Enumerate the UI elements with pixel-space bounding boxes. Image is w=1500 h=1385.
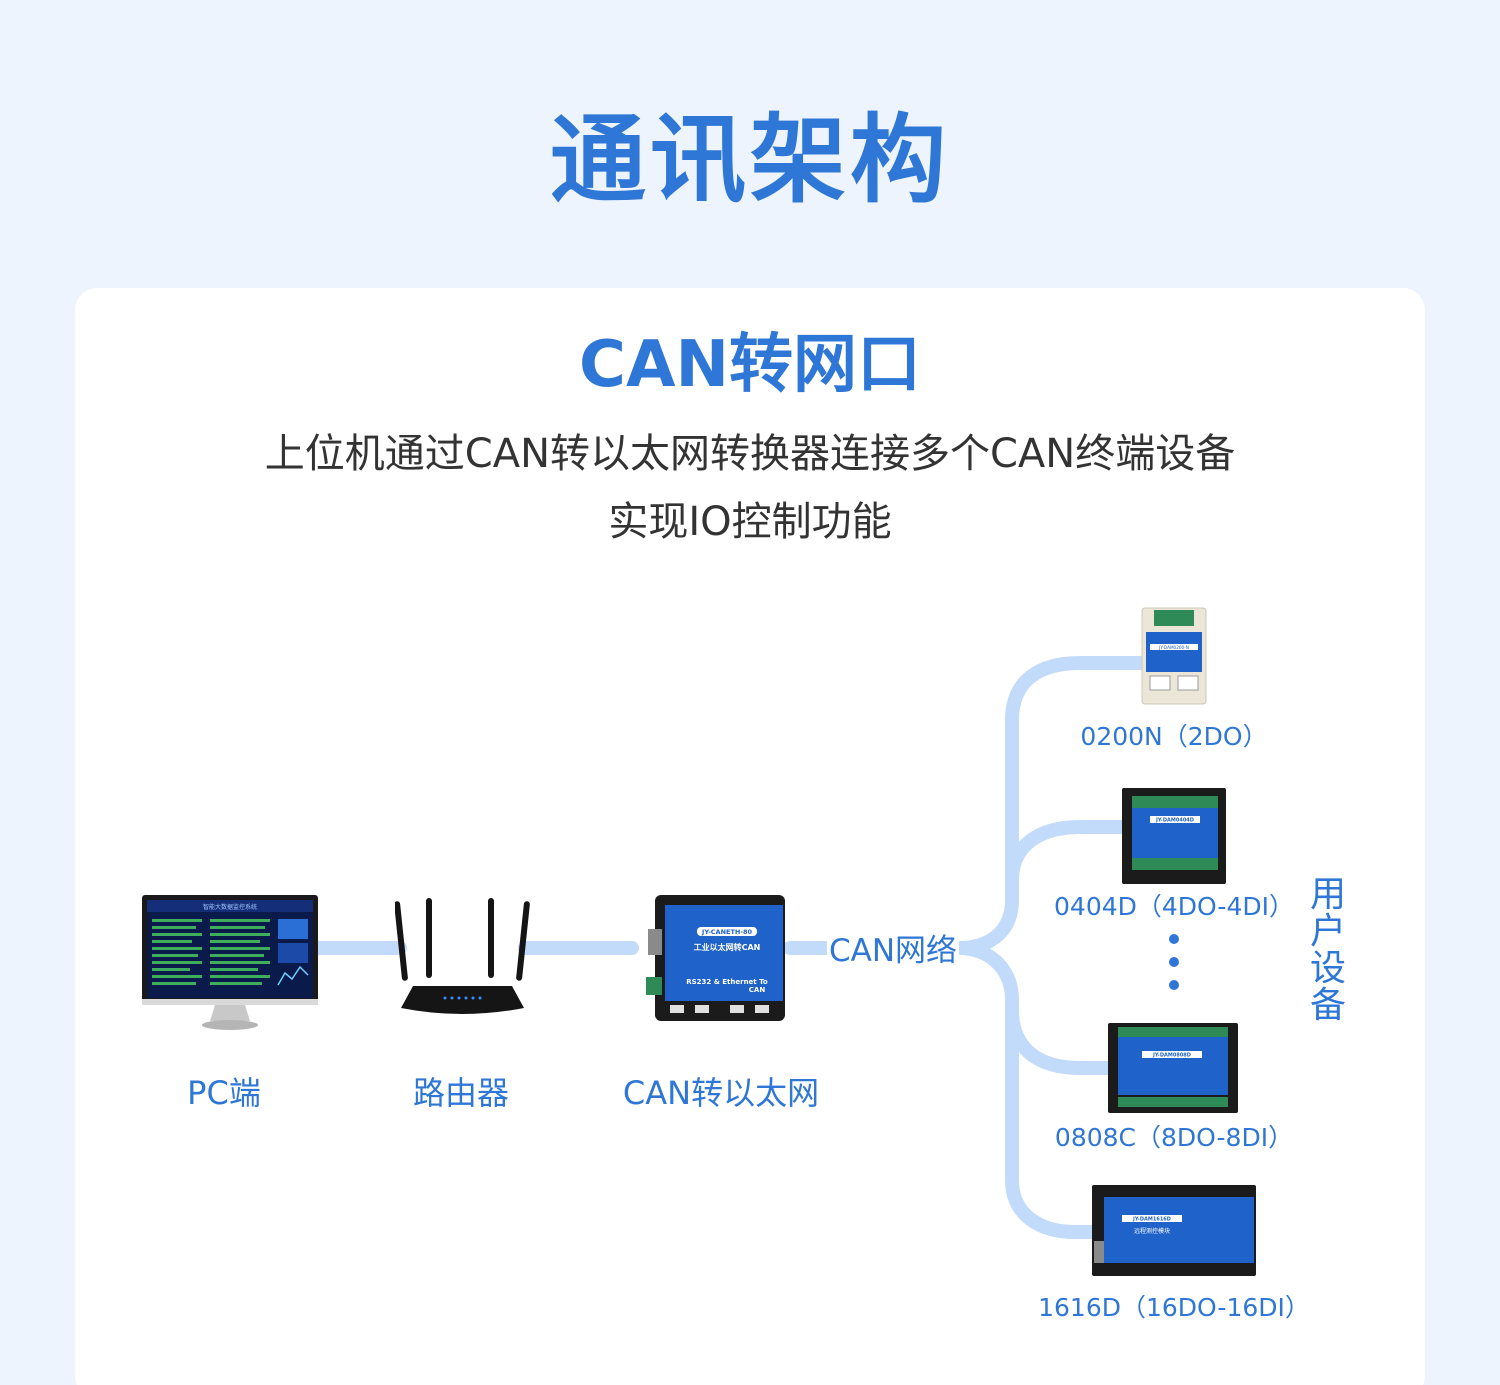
device-0200n-model: JY-DAM0200-N	[1158, 645, 1189, 650]
label-can-network: CAN网络	[827, 932, 960, 970]
pc-screen-title: 智能大数据监控系统	[203, 903, 257, 911]
device-0808c-label: 0808C（8DO-8DI）	[1054, 1123, 1294, 1152]
device-1616d-icon: JY-DAM1616D 远程测控模块	[1092, 1185, 1256, 1276]
device-1616d-label: 1616D（16DO-16DI）	[1038, 1293, 1310, 1322]
link-network-0200n	[953, 656, 1152, 955]
device-0404d-model: JY-DAM0404D	[1155, 818, 1194, 824]
device-1616d-model: JY-DAM1616D	[1132, 1217, 1171, 1223]
page-title: 通讯架构	[550, 104, 950, 216]
link-network-1616d	[953, 941, 1099, 1239]
label-pc: PC端	[187, 1074, 261, 1112]
converter-line-1: RS232 & Ethernet To	[686, 978, 768, 986]
device-1616d-sub: 远程测控模块	[1134, 1227, 1170, 1235]
converter-subtitle: 工业以太网转CAN	[694, 942, 761, 952]
device-0200n-icon: JY-DAM0200-N	[1141, 607, 1207, 705]
link-network-0808c	[1005, 1003, 1115, 1075]
link-network-0404d	[1005, 820, 1129, 887]
device-0404d-label: 0404D（4DO-4DI）	[1054, 892, 1294, 921]
converter-model: JY-CANETH-80	[701, 928, 753, 936]
device-0404d-icon: JY-DAM0404D	[1122, 788, 1226, 884]
pc-monitor-icon: 智能大数据监控系统	[142, 895, 318, 1030]
section-title: CAN转网口	[578, 328, 922, 402]
description-line-1: 上位机通过CAN转以太网转换器连接多个CAN终端设备	[264, 431, 1236, 477]
more-devices-ellipsis	[1169, 934, 1179, 1003]
label-router: 路由器	[412, 1074, 510, 1112]
description-line-2: 实现IO控制功能	[608, 499, 892, 545]
label-converter: CAN转以太网	[622, 1074, 820, 1112]
label-user-devices: 用户设备	[1309, 874, 1346, 1026]
converter-line-2: CAN	[749, 986, 766, 994]
device-0200n-label: 0200N（2DO）	[1080, 722, 1268, 751]
device-0808c-model: JY-DAM0808D	[1152, 1053, 1191, 1059]
router-icon	[395, 898, 530, 1014]
device-0808c-icon: JY-DAM0808D	[1108, 1023, 1238, 1113]
can-converter-device-icon: JY-CANETH-80 工业以太网转CAN RS232 & Ethernet …	[646, 895, 785, 1021]
